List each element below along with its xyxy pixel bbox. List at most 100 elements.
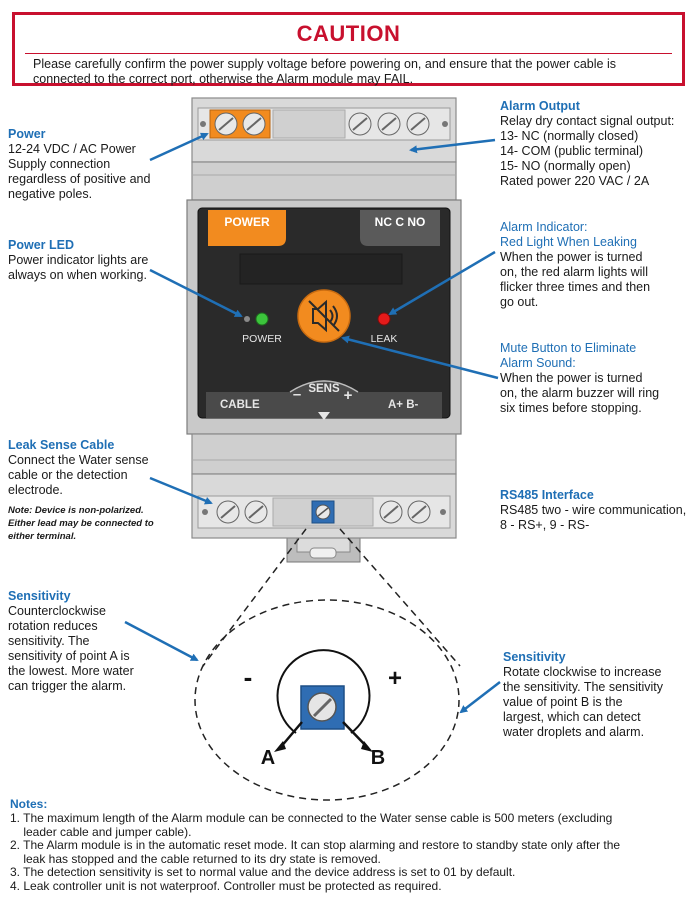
mute-line: on, the alarm buzzer will ring — [500, 386, 660, 400]
leak-sense-line: electrode. — [8, 483, 63, 497]
sens-right-line: value of point B is the — [503, 695, 623, 709]
leak-sense-note: Note: Device is non-polarized. — [8, 505, 144, 516]
leak-led-label: LEAK — [371, 333, 398, 345]
arrow-power — [149, 132, 209, 162]
rs485-heading: RS485 Interface — [500, 488, 594, 502]
arrow-alarm-indicator — [388, 250, 496, 316]
mute-heading: Alarm Sound: — [500, 356, 576, 370]
power-led-line: Power indicator lights are — [8, 253, 149, 267]
sens-right-heading: Sensitivity — [503, 650, 566, 664]
arrow-sens-left — [124, 620, 199, 662]
sens-left-line: sensitivity of point A is — [8, 649, 130, 663]
alarm-output-line: 13- NC (normally closed) — [500, 129, 639, 143]
alarm-indicator-line: on, the red alarm lights will — [500, 265, 648, 279]
display-window — [239, 253, 403, 285]
callout-leak-sense: Leak Sense Cable Connect the Water sense… — [8, 438, 186, 543]
sens-plus: + — [344, 387, 353, 404]
din-rail-clip — [286, 537, 361, 563]
sensitivity-pot-zoomed — [300, 685, 345, 730]
notes-list: 1. The maximum length of the Alarm modul… — [10, 811, 695, 894]
leak-sense-note: either terminal. — [8, 531, 77, 542]
alarm-output-line: Rated power 220 VAC / 2A — [500, 174, 650, 188]
power-heading: Power — [8, 127, 46, 141]
sens-label: SENS — [308, 383, 340, 395]
power-line: Supply connection — [8, 157, 111, 171]
callout-sensitivity-left: Sensitivity Counterclockwise rotation re… — [8, 589, 188, 694]
mute-heading: Mute Button to Eliminate — [500, 341, 637, 355]
caution-divider — [25, 53, 672, 54]
leak-sense-line: cable or the detection — [8, 468, 128, 482]
sens-left-line: rotation reduces — [8, 619, 98, 633]
led-pinhole — [244, 316, 250, 322]
rs485-label: A+ B- — [388, 399, 419, 411]
power-tab — [208, 210, 286, 246]
point-a-label: A — [261, 747, 275, 769]
sens-right-line: largest, which can detect — [503, 710, 641, 724]
sens-right-line: Rotate clockwise to increase — [503, 665, 662, 679]
sense-terminals — [216, 500, 268, 524]
down-triangle-icon — [318, 412, 330, 420]
mute-button[interactable] — [297, 289, 351, 343]
alarm-indicator-heading: Alarm Indicator: — [500, 220, 588, 234]
sensitivity-pot-small — [311, 500, 335, 524]
power-led — [255, 312, 269, 326]
power-line: regardless of positive and — [8, 172, 151, 186]
notes-section: Notes: 1. The maximum length of the Alar… — [10, 797, 695, 894]
alarm-output-line: 14- COM (public terminal) — [500, 144, 644, 158]
arrow-power-led — [149, 268, 243, 318]
sens-left-heading: Sensitivity — [8, 589, 71, 603]
note-item: leak has stopped and the cable returned … — [10, 851, 381, 866]
callout-rs485: RS485 Interface RS485 two - wire communi… — [500, 488, 698, 533]
note-item: 2. The Alarm module is in the automatic … — [10, 838, 621, 853]
screw-hole — [202, 509, 208, 515]
arrow-mute-button — [341, 335, 499, 380]
power-tab-label: POWER — [224, 215, 270, 229]
power-led-label: POWER — [242, 333, 282, 345]
callout-sensitivity-right: Sensitivity Rotate clockwise to increase… — [503, 650, 697, 740]
rotation-arc — [276, 649, 371, 734]
speaker-mute-icon — [308, 299, 340, 333]
zoom-plus: + — [388, 665, 402, 692]
zoom-line-left — [202, 528, 307, 667]
sens-left-line: sensitivity. The — [8, 634, 90, 648]
leak-sense-line: Connect the Water sense — [8, 453, 149, 467]
note-item: 4. Leak controller unit is not waterproo… — [10, 878, 442, 893]
leak-led — [377, 312, 391, 326]
callout-alarm-indicator: Alarm Indicator: Red Light When Leaking … — [500, 220, 696, 310]
cable-label: CABLE — [220, 399, 260, 411]
relay-tab — [360, 210, 440, 246]
sens-left-line: the lowest. More water — [8, 664, 134, 678]
power-line: 12-24 VDC / AC Power — [8, 142, 136, 156]
alarm-indicator-line: When the power is turned — [500, 250, 643, 264]
notes-heading: Notes: — [10, 797, 48, 811]
sens-left-line: can trigger the alarm. — [8, 679, 127, 693]
note-item: leader cable and jumper cable). — [10, 824, 192, 839]
alarm-indicator-line: go out. — [500, 295, 539, 309]
caution-title: CAUTION — [296, 21, 401, 46]
caution-text: Please carefully confirm the power suppl… — [33, 57, 616, 86]
callout-alarm-output: Alarm Output Relay dry contact signal ou… — [500, 99, 696, 189]
sens-left-line: Counterclockwise — [8, 604, 106, 618]
callout-power-led: Power LED Power indicator lights are alw… — [8, 238, 183, 283]
callout-power: Power 12-24 VDC / AC Power Supply connec… — [8, 127, 183, 202]
alarm-indicator-heading: Red Light When Leaking — [500, 235, 637, 249]
mute-line: six times before stopping. — [500, 401, 642, 415]
rs485-line: 8 - RS+, 9 - RS- — [500, 518, 590, 532]
screw-hole — [200, 121, 206, 127]
relay-tab-label: NC C NO — [375, 215, 426, 229]
zoom-ellipse — [194, 599, 460, 801]
power-terminals — [209, 109, 271, 139]
arrow-leak-sense — [149, 476, 213, 505]
alarm-output-line: Relay dry contact signal output: — [500, 114, 675, 128]
sens-arc — [289, 380, 359, 393]
callout-mute-button: Mute Button to Eliminate Alarm Sound: Wh… — [500, 341, 696, 416]
alarm-output-line: 15- NO (normally open) — [500, 159, 631, 173]
screw-hole — [442, 121, 448, 127]
alarm-output-heading: Alarm Output — [500, 99, 580, 113]
zoom-line-right — [339, 528, 461, 667]
rs485-terminals — [379, 500, 431, 524]
sens-right-line: the sensitivity. The sensitivity — [503, 680, 664, 694]
power-line: negative poles. — [8, 187, 93, 201]
leak-sense-heading: Leak Sense Cable — [8, 438, 115, 452]
